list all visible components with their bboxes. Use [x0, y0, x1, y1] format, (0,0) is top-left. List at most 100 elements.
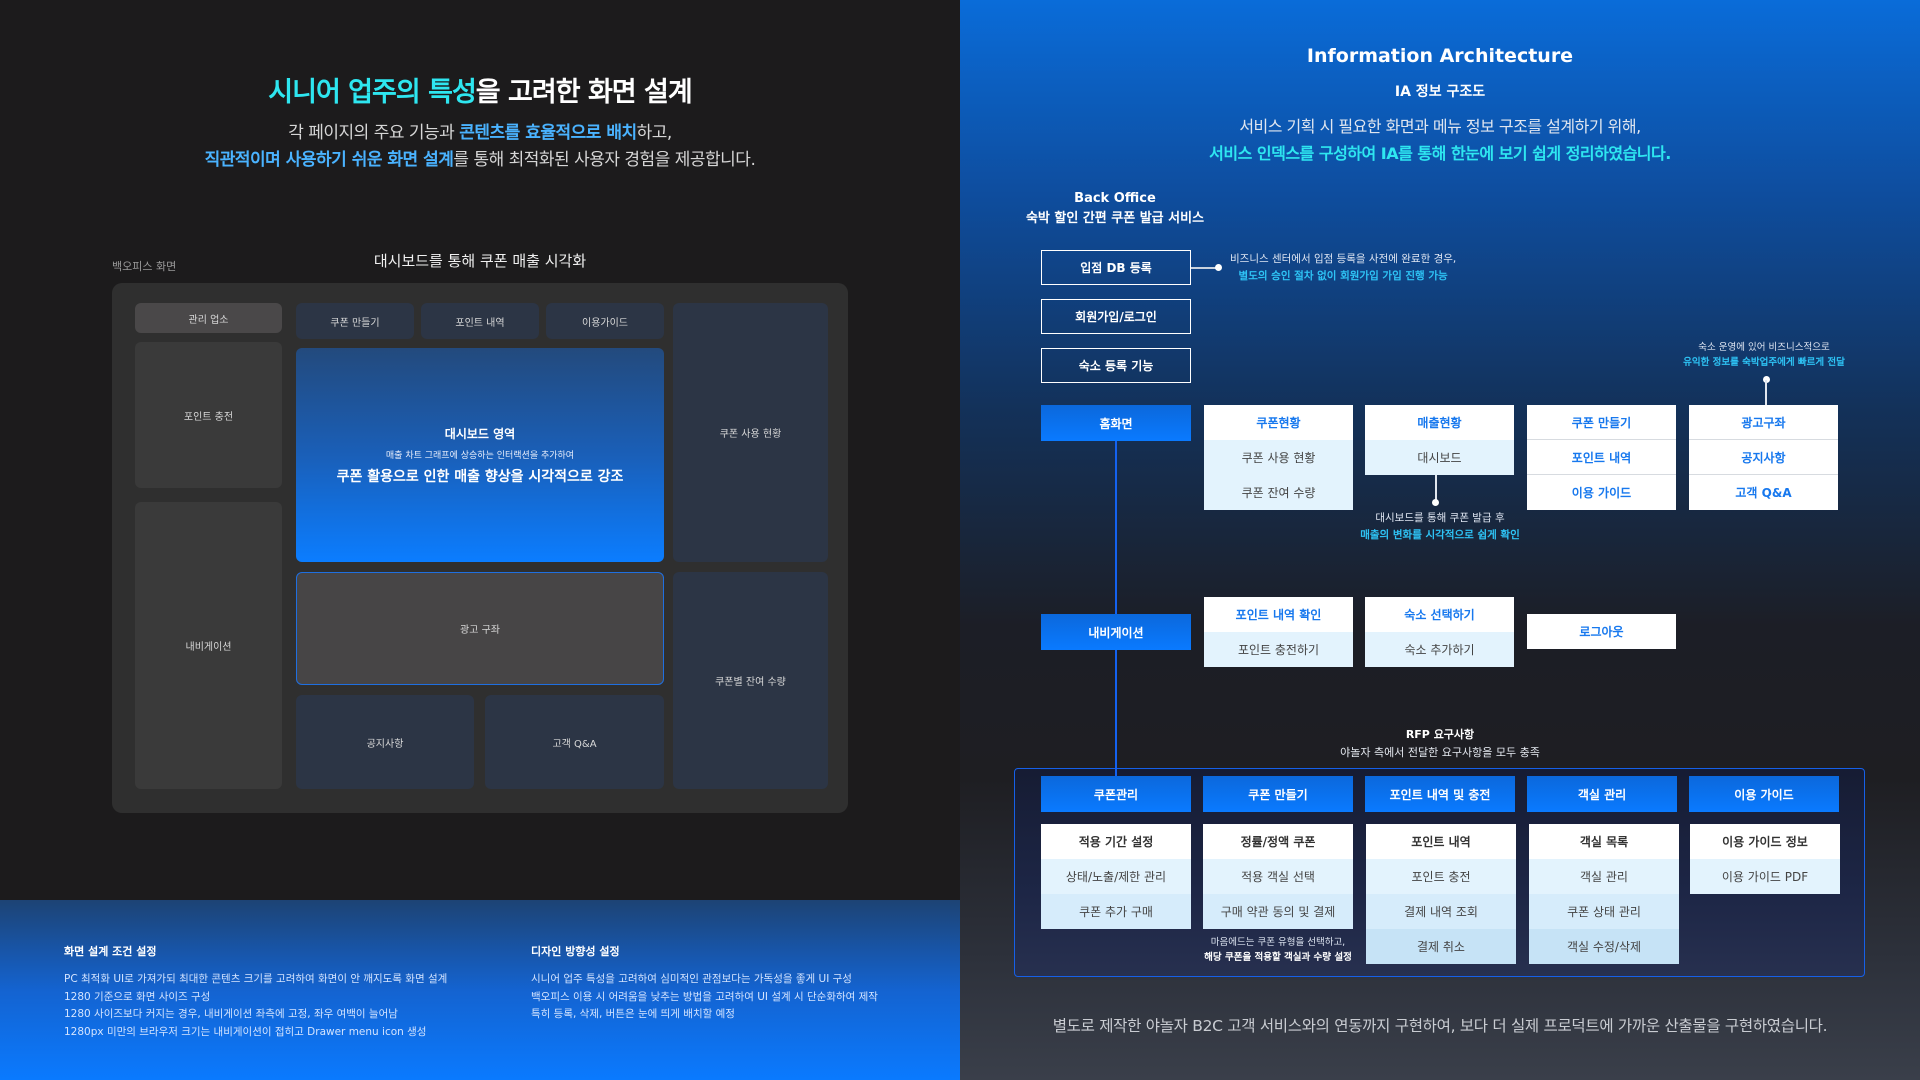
design-line: 시니어 업주 특성을 고려하여 심미적인 관점보다는 가독성을 좋게 UI 구성 — [531, 973, 852, 985]
rfp-title: RFP 요구사항 — [1405, 728, 1475, 741]
rfp-head-point[interactable]: 포인트 내역 및 충전 — [1365, 776, 1515, 812]
text-highlight: 콘텐츠를 효율적으로 배치 — [459, 123, 637, 143]
coupon-note-line1: 마음에드는 쿠폰 유형을 선택하고, — [1210, 937, 1346, 948]
ia-cell[interactable]: 결제 내역 조회 — [1366, 894, 1516, 929]
ia-cell[interactable]: 이용 가이드 PDF — [1690, 859, 1840, 894]
ia-vertical-connector — [1115, 768, 1117, 777]
ia-cell[interactable]: 대시보드 — [1365, 440, 1514, 475]
ia-col-point-check: 포인트 내역 확인 포인트 충전하기 — [1204, 597, 1353, 667]
connector-dot — [1432, 499, 1439, 506]
ia-cell[interactable]: 상태/노출/제한 관리 — [1041, 859, 1191, 894]
ia-cell[interactable]: 이용 가이드 — [1527, 475, 1676, 510]
ia-col-coupon-create: 쿠폰 만들기 포인트 내역 이용 가이드 — [1527, 405, 1676, 510]
rfp-desc: 야놀자 측에서 전달한 요구사항을 모두 충족 — [1340, 746, 1540, 759]
ia-vertical-connector — [1115, 441, 1117, 776]
ia-cell-head[interactable]: 쿠폰현황 — [1204, 405, 1353, 440]
conditions-line: PC 최적화 UI로 가져가되 최대한 콘텐츠 크기를 고려하여 화면이 안 깨… — [64, 973, 448, 985]
rfp-col-point: 포인트 내역 포인트 충전 결제 내역 조회 결제 취소 — [1366, 824, 1516, 964]
ia-cell[interactable]: 객실 수정/삭제 — [1529, 929, 1679, 964]
dashboard-area-desc: 매출 차트 그래프에 상승하는 인터랙션을 추가하여 — [385, 450, 575, 461]
left-subtitle-line1: 각 페이지의 주요 기능과 콘텐츠를 효율적으로 배치하고, — [0, 118, 960, 143]
left-bottom-notes: 화면 설계 조건 설정 PC 최적화 UI로 가져가되 최대한 콘텐츠 크기를 … — [0, 900, 960, 1080]
ia-desc-line1: 서비스 기획 시 필요한 화면과 메뉴 정보 구조를 설계하기 위해, — [1239, 117, 1641, 136]
design-line: 특히 등록, 삭제, 버튼은 눈에 띄게 배치할 예정 — [531, 1008, 735, 1020]
ia-col-sales-status: 매출현황 대시보드 — [1365, 405, 1514, 475]
ia-cell[interactable]: 쿠폰 상태 관리 — [1529, 894, 1679, 929]
ia-cell[interactable]: 정률/정액 쿠폰 — [1203, 824, 1353, 859]
rfp-head-room[interactable]: 객실 관리 — [1527, 776, 1677, 812]
ia-cell[interactable]: 쿠폰 잔여 수량 — [1204, 475, 1353, 510]
ia-cell[interactable]: 공지사항 — [1689, 440, 1838, 475]
ia-cell[interactable]: 고객 Q&A — [1689, 475, 1838, 510]
backoffice-heading-line2: 숙박 할인 간편 쿠폰 발급 서비스 — [1025, 211, 1205, 226]
ia-cell-head[interactable]: 숙소 선택하기 — [1365, 597, 1514, 632]
connector-dot — [1763, 376, 1770, 383]
sales-note-line1: 대시보드를 통해 쿠폰 발급 후 — [1375, 512, 1505, 524]
left-panel: 시니어 업주의 특성을 고려한 화면 설계 각 페이지의 주요 기능과 콘텐츠를… — [0, 70, 960, 1080]
ia-cell-head[interactable]: 매출현황 — [1365, 405, 1514, 440]
mock-manage-business[interactable]: 관리 업소 — [135, 303, 282, 333]
ia-cell-head[interactable]: 포인트 내역 확인 — [1204, 597, 1353, 632]
text-highlight: 직관적이며 사용하기 쉬운 화면 설계 — [204, 150, 454, 170]
ia-cell[interactable]: 포인트 내역 — [1366, 824, 1516, 859]
mock-point-charge[interactable]: 포인트 충전 — [135, 342, 282, 488]
connector-line — [1435, 475, 1437, 502]
ia-subtitle: IA 정보 구조도 — [1394, 84, 1486, 100]
mock-tab-coupon-create[interactable]: 쿠폰 만들기 — [296, 303, 414, 339]
connector-line — [1765, 380, 1767, 405]
left-title: 시니어 업주의 특성을 고려한 화면 설계 — [0, 70, 960, 109]
dashboard-area-headline: 쿠폰 활용으로 인한 매출 향상을 시각적으로 강조 — [336, 468, 624, 485]
sales-note: 대시보드를 통해 쿠폰 발급 후 매출의 변화를 시각적으로 쉽게 확인 — [1340, 510, 1540, 544]
mock-navigation[interactable]: 내비게이션 — [135, 502, 282, 789]
ia-cell[interactable]: 객실 목록 — [1529, 824, 1679, 859]
ia-cell[interactable]: 포인트 내역 — [1527, 440, 1676, 475]
mock-tab-point-history[interactable]: 포인트 내역 — [421, 303, 539, 339]
ia-cell[interactable]: 적용 객실 선택 — [1203, 859, 1353, 894]
ia-db-registration[interactable]: 입점 DB 등록 — [1041, 250, 1191, 285]
ia-cell[interactable]: 숙소 추가하기 — [1365, 632, 1514, 667]
rfp-head-guide[interactable]: 이용 가이드 — [1689, 776, 1839, 812]
closing-text: 별도로 제작한 야놀자 B2C 고객 서비스와의 연동까지 구현하여, 보다 더… — [1052, 1017, 1828, 1035]
text: 각 페이지의 주요 기능과 — [288, 123, 460, 143]
ia-logout[interactable]: 로그아웃 — [1527, 614, 1676, 649]
dashboard-title: 대시보드를 통해 쿠폰 매출 시각화 — [373, 252, 587, 270]
ia-cell[interactable]: 이용 가이드 정보 — [1690, 824, 1840, 859]
ia-cell-head[interactable]: 쿠폰 만들기 — [1527, 405, 1676, 440]
ia-desc-line2: 서비스 인덱스를 구성하여 IA를 통해 한눈에 보기 쉽게 정리하였습니다. — [1209, 144, 1671, 163]
screen-conditions: 화면 설계 조건 설정 PC 최적화 UI로 가져가되 최대한 콘텐츠 크기를 … — [64, 943, 447, 1041]
ia-cell[interactable]: 쿠폰 추가 구매 — [1041, 894, 1191, 929]
text: 하고, — [636, 123, 673, 143]
ia-cell[interactable]: 포인트 충전 — [1366, 859, 1516, 894]
dashboard-area-title: 대시보드 영역 — [444, 426, 516, 441]
mock-tab-guide[interactable]: 이용가이드 — [546, 303, 664, 339]
mock-coupon-remaining[interactable]: 쿠폰별 잔여 수량 — [673, 572, 828, 789]
mock-dashboard-area[interactable]: 대시보드 영역 매출 차트 그래프에 상승하는 인터랙션을 추가하여 쿠폰 활용… — [296, 348, 664, 562]
ia-cell[interactable]: 객실 관리 — [1529, 859, 1679, 894]
ia-cell[interactable]: 결제 취소 — [1366, 929, 1516, 964]
ia-cell-head[interactable]: 광고구좌 — [1689, 405, 1838, 440]
ia-cell[interactable]: 적용 기간 설정 — [1041, 824, 1191, 859]
ia-cell[interactable]: 구매 약관 동의 및 결제 — [1203, 894, 1353, 929]
rfp-head-coupon-manage[interactable]: 쿠폰관리 — [1041, 776, 1191, 812]
db-note-line1: 비즈니스 센터에서 입점 등록을 사전에 완료한 경우, — [1230, 253, 1457, 265]
ia-navigation[interactable]: 내비게이션 — [1041, 614, 1191, 650]
design-direction: 디자인 방향성 설정 시니어 업주 특성을 고려하여 심미적인 관점보다는 가독… — [531, 943, 878, 1024]
design-title: 디자인 방향성 설정 — [531, 945, 620, 958]
ia-signup-login[interactable]: 회원가입/로그인 — [1041, 299, 1191, 334]
mock-ad-account[interactable]: 광고 구좌 — [296, 572, 664, 685]
backoffice-mockup: 관리 업소 포인트 충전 내비게이션 쿠폰 만들기 포인트 내역 이용가이드 대… — [112, 283, 848, 813]
backoffice-label: 백오피스 화면 — [112, 260, 177, 273]
ad-note: 숙소 운영에 있어 비즈니스적으로 유익한 정보를 숙박업주에게 빠르게 전달 — [1664, 340, 1864, 370]
left-subtitle-line2: 직관적이며 사용하기 쉬운 화면 설계를 통해 최적화된 사용자 경험을 제공합… — [0, 145, 960, 170]
ia-cell[interactable]: 포인트 충전하기 — [1204, 632, 1353, 667]
ia-home[interactable]: 홈화면 — [1041, 405, 1191, 441]
conditions-line: 1280 기준으로 화면 사이즈 구성 — [64, 990, 211, 1003]
mock-qna[interactable]: 고객 Q&A — [485, 695, 664, 789]
rfp-col-coupon-manage: 적용 기간 설정 상태/노출/제한 관리 쿠폰 추가 구매 — [1041, 824, 1191, 929]
ia-lodging-registration[interactable]: 숙소 등록 기능 — [1041, 348, 1191, 383]
mock-notice[interactable]: 공지사항 — [296, 695, 474, 789]
ia-cell[interactable]: 쿠폰 사용 현황 — [1204, 440, 1353, 475]
mock-coupon-usage[interactable]: 쿠폰 사용 현황 — [673, 303, 828, 562]
db-note-line2: 별도의 승인 절차 없이 회원가입 가입 진행 가능 — [1238, 270, 1448, 282]
rfp-head-coupon-create[interactable]: 쿠폰 만들기 — [1203, 776, 1353, 812]
